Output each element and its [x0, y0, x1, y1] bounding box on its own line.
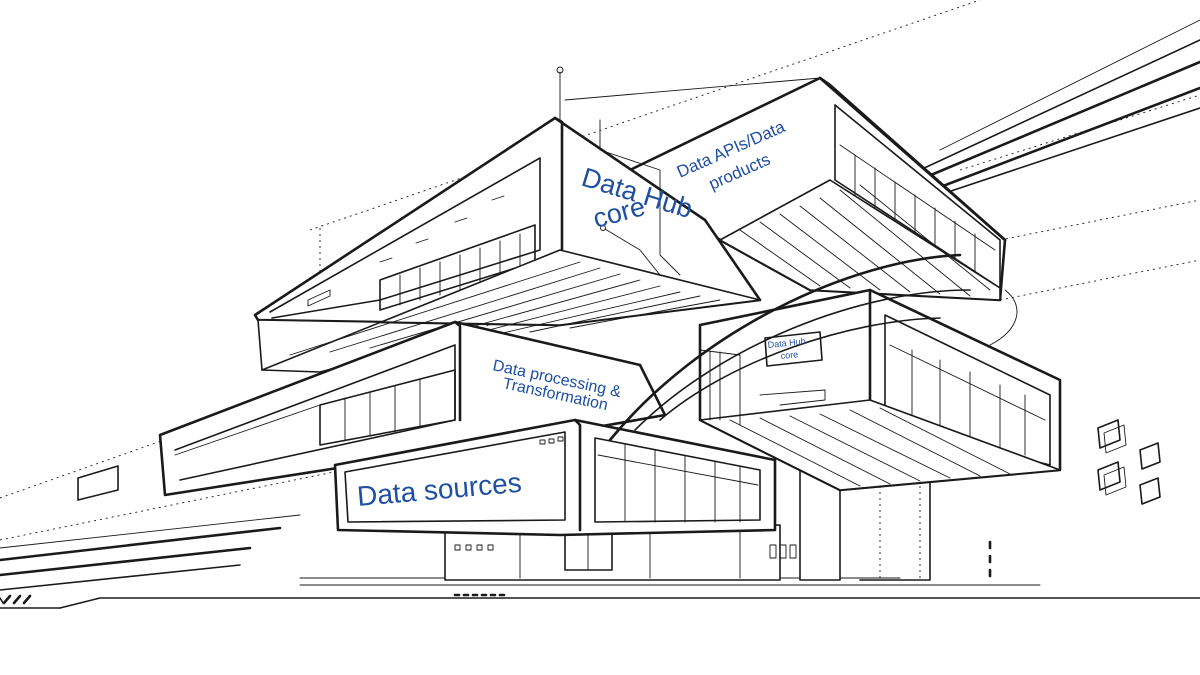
block-data-sources — [333, 418, 777, 537]
label-small-sign: Data Hub core — [767, 336, 806, 361]
block-data-hub-core — [253, 66, 821, 373]
svg-text:core: core — [780, 349, 798, 361]
svg-text:Data Hub: Data Hub — [767, 336, 806, 350]
small-sign-line1: Data Hub — [767, 336, 806, 350]
block-data-apis — [628, 76, 1007, 302]
connector-arcs — [608, 253, 1018, 442]
block-middle-right — [698, 288, 1062, 492]
speed-lines-right — [878, 19, 1200, 212]
floating-squares-right — [1097, 419, 1161, 505]
speed-lines-left — [0, 514, 301, 605]
floating-box-left — [77, 465, 119, 501]
small-sign-line2: core — [780, 349, 798, 361]
ground-floor — [444, 451, 931, 581]
